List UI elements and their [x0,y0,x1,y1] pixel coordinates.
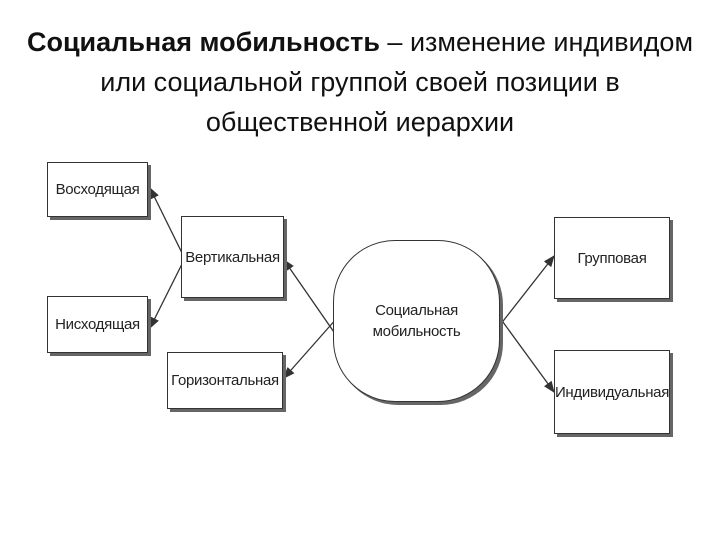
group-box: Групповая [554,217,670,299]
arrow-to-vertical [283,259,337,336]
downward-label: Нисходящая [55,316,140,333]
vertical-box: Вертикальная [181,216,284,298]
upward-label: Восходящая [55,181,140,198]
arrow-to-downward [149,259,185,330]
arrow-to-group [499,255,555,326]
center-label-line2: мобильность [372,323,461,340]
title-definition: – изменение индивидом или социальной гру… [100,27,694,137]
individual-box: Индивидуальная [554,350,670,434]
individual-label: Индивидуальная [554,383,670,401]
slide-title: Социальная мобильность – изменение индив… [20,22,700,142]
downward-box: Нисходящая [47,296,148,353]
upward-box: Восходящая [47,162,148,217]
arrow-to-upward [149,186,185,258]
horizontal-label: Горизонтальная [171,372,279,389]
title-term: Социальная мобильность [26,27,380,57]
vertical-label: Вертикальная [185,248,280,266]
social-mobility-node: Социальная мобильность [333,240,500,402]
arrow-to-individual [499,317,555,393]
arrow-to-horizontal [283,317,338,379]
horizontal-box: Горизонтальная [167,352,283,409]
group-label: Групповая [577,249,647,267]
center-label-line1: Социальная [375,302,458,319]
